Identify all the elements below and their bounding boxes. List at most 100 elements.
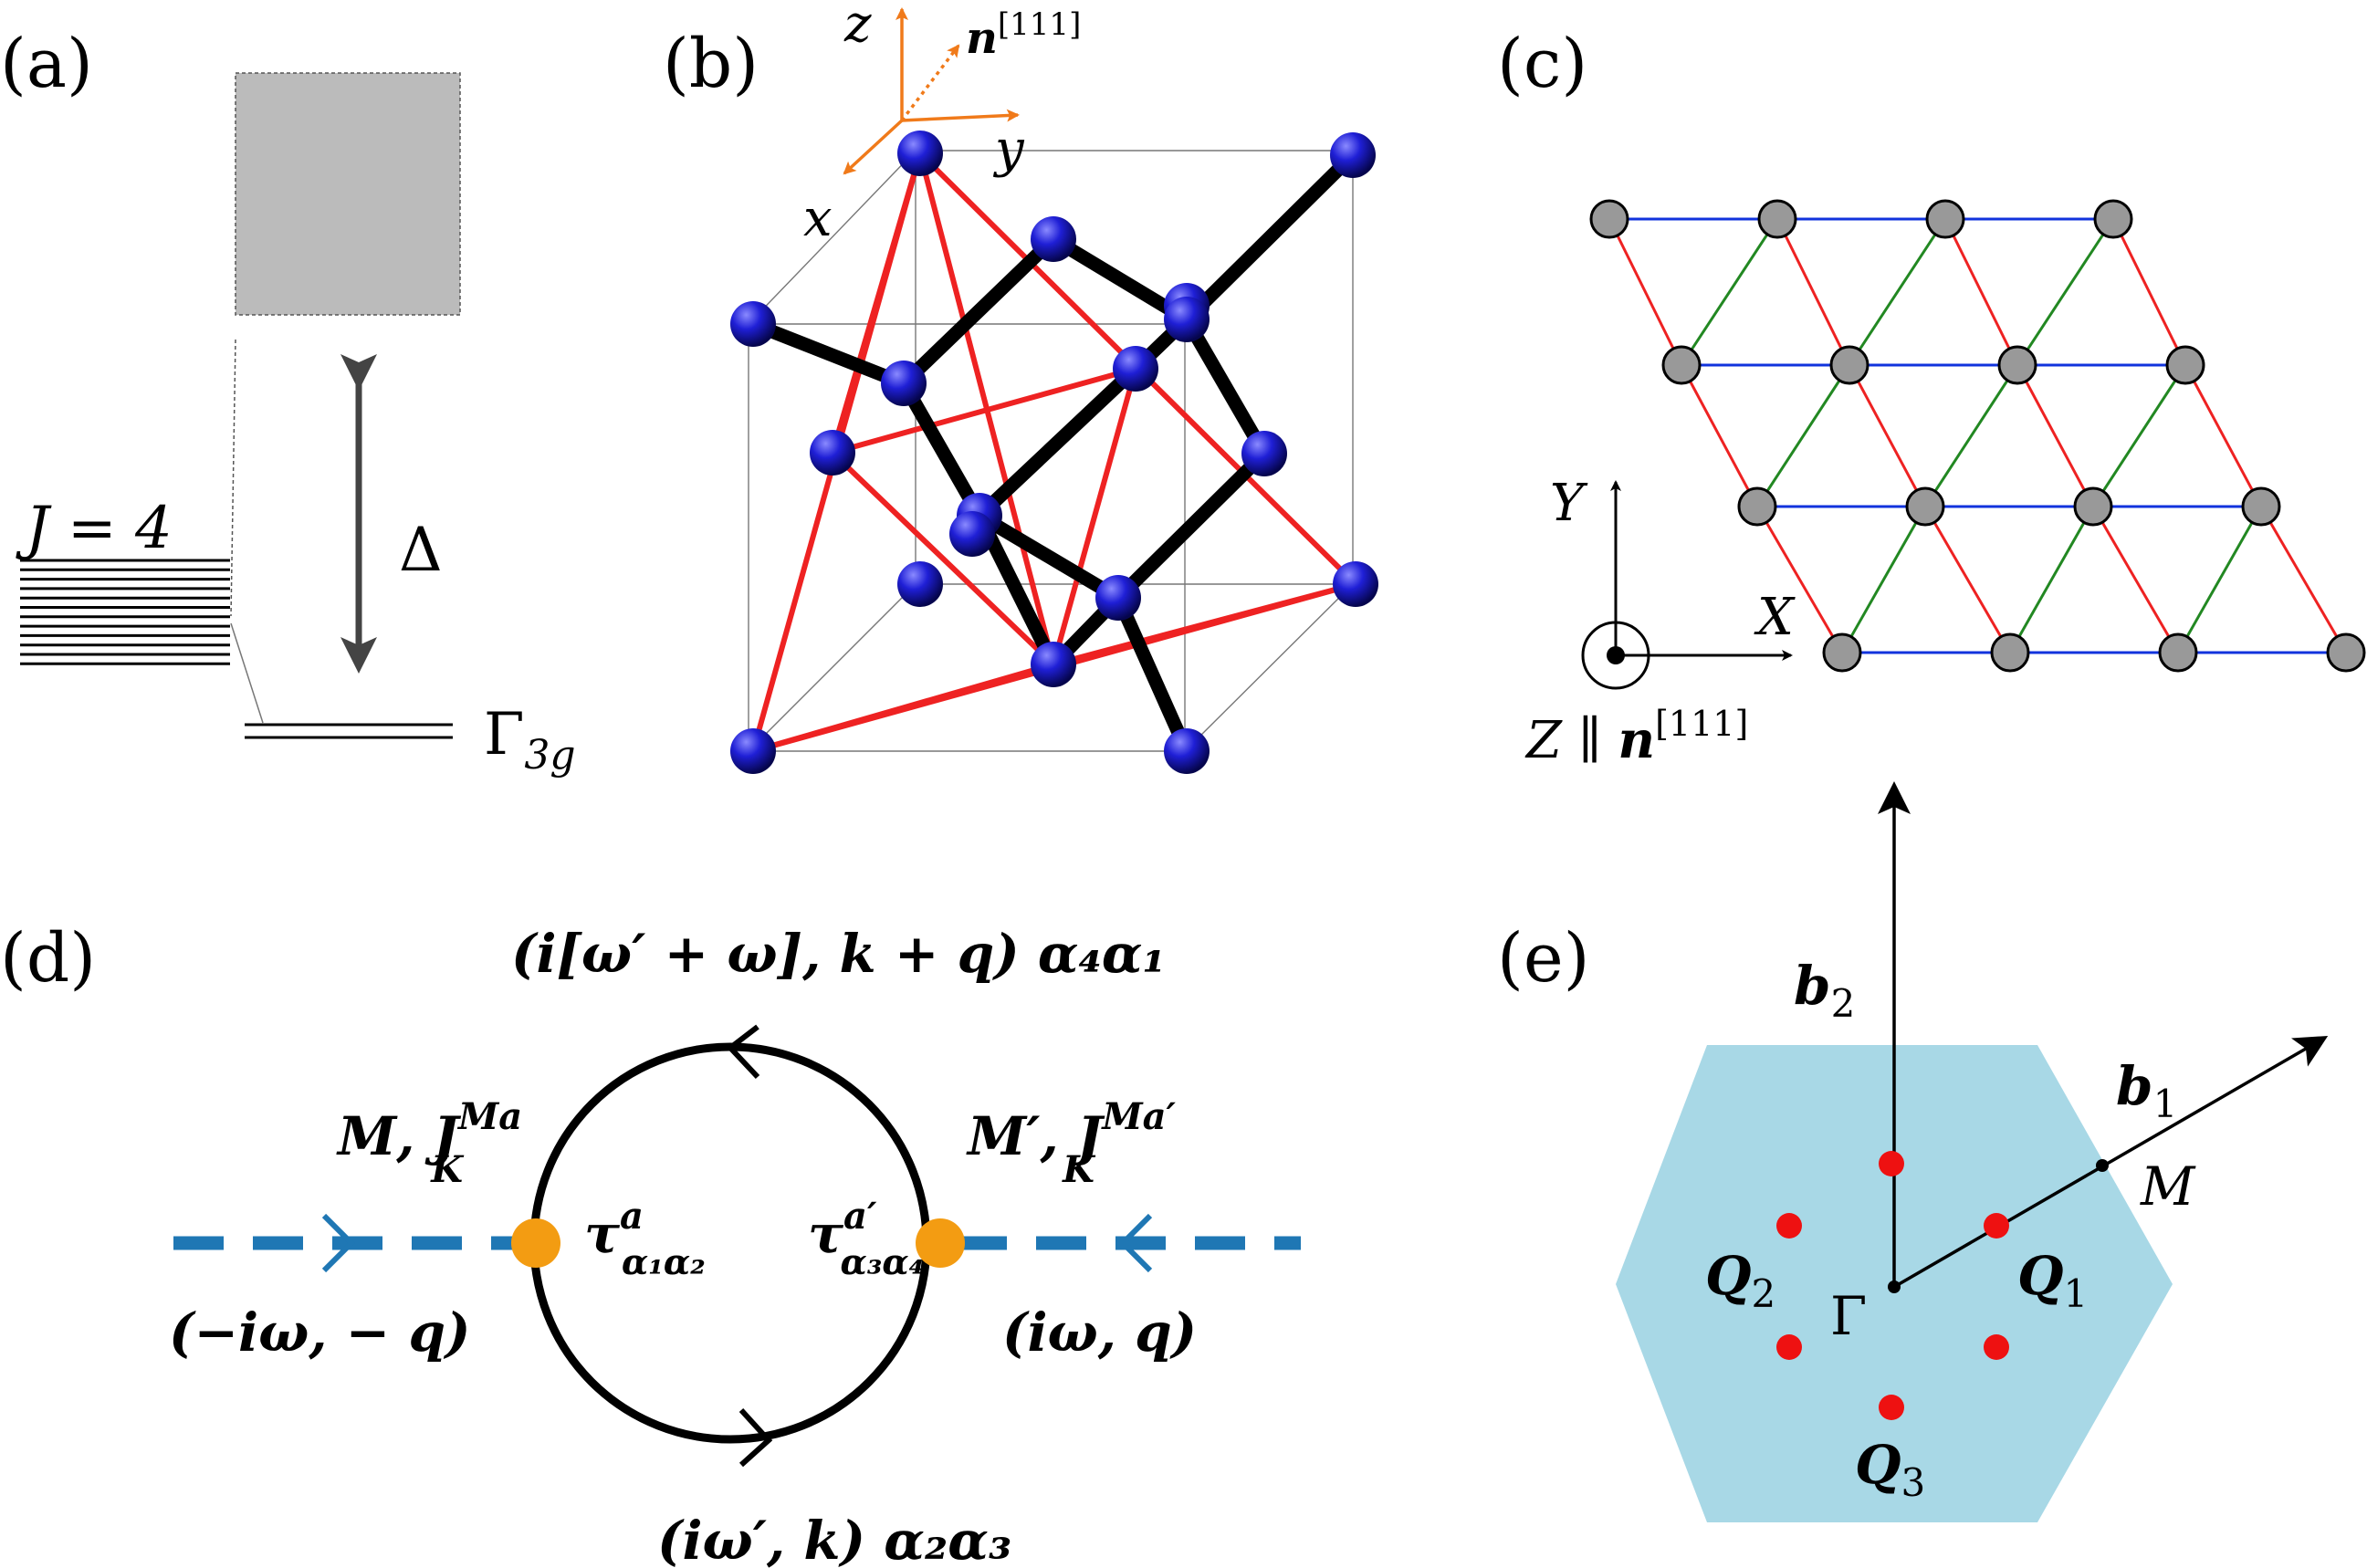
atom [730,301,776,347]
excited-states-box [235,72,461,316]
atoms [730,131,1378,774]
m-label: M [2140,1155,2196,1218]
red-bond [1848,364,1927,507]
green-bond [2008,506,2095,653]
right-vertex [916,1218,965,1268]
green-bond [2091,364,2187,507]
atom [1330,132,1376,178]
lattice-site [2241,486,2281,527]
axis-Z-label: Z ∥ n[111] [1524,704,1748,770]
right-boson-arrow [1118,1213,1153,1273]
j-label: J = 4 [16,495,173,562]
panel-e: (e) b2 b1 M Γ Q1 Q2 Q3 [1497,781,2329,1522]
red-bond [2016,364,2095,507]
lattice-site [1757,199,1797,239]
left-momentum-label: (−iω, − q) [169,1301,470,1364]
right-vertex-label: M′, JMa′K [966,1095,1177,1191]
atom [1241,431,1287,476]
atom [897,131,943,176]
q1-label: Q1 [2017,1245,2088,1316]
panel-b-label: (b) [663,25,759,103]
right-tau-label: τa′α₃α₄ [808,1195,924,1282]
lattice-site [1829,345,1870,385]
green-bond [1848,218,1947,366]
lattice-site [2326,632,2366,673]
atom [881,361,927,406]
lattice-site [2073,486,2113,527]
q2-label: Q2 [1705,1245,1775,1316]
ground-label: Γ3g [484,701,576,779]
axis-Y-label: Y [1550,474,1588,533]
red-bond [2184,364,2263,507]
left-vertex [511,1218,560,1268]
axis-triad: z y x n[111] [803,0,1081,248]
q-point [1984,1334,2009,1360]
atom [730,728,776,774]
lattice-site [1589,199,1629,239]
panel-a-label: (a) [0,25,93,103]
panel-b: (b) [663,0,1378,774]
red-bond [1923,506,2012,653]
panel-d-label: (d) [0,919,96,998]
axis-X-label: X [1754,588,1796,647]
atom [1031,216,1076,262]
q-point [1776,1334,1802,1360]
b1-label: b1 [2116,1055,2177,1126]
red-bond [1608,218,1683,366]
red-bond [1775,218,1851,366]
green-bond [1840,506,1927,653]
red-bond [1755,506,1844,653]
black-bonds [746,148,1360,758]
green-bond [2176,506,2263,653]
b2-label: b2 [1794,955,1855,1026]
panel-e-label: (e) [1497,919,1590,998]
green-bond [1923,364,2019,507]
triangular-lattice-sites [1589,199,2366,673]
b1-vector [1893,1035,2329,1289]
green-bond [1680,218,1779,366]
gamma-label: Γ [1830,1285,1867,1347]
atom [949,511,995,557]
triangular-lattice-bonds [1608,217,2348,654]
atom [1113,346,1158,392]
lattice-site [1925,199,1965,239]
green-bond [2016,218,2115,366]
red-bond [1680,364,1759,507]
lattice-site [2158,632,2198,673]
atom [1333,561,1378,607]
loop-arrow-top [726,1024,760,1080]
lattice-site [1737,486,1777,527]
atom [1164,297,1210,342]
lattice-site [1997,345,2037,385]
axis-n-label: n[111] [966,6,1081,64]
lattice-site [2093,199,2133,239]
q-point [1984,1213,2009,1239]
atom [810,430,855,476]
red-bond [2259,506,2348,653]
lattice-site [2165,345,2205,385]
panel-c-label: (c) [1497,25,1587,103]
dotted-connector-top [230,339,236,617]
right-momentum-label: (iω, q) [1002,1301,1197,1364]
panel-c: (c) Y X Z ∥ n[111] [1497,25,2366,770]
q3-label: Q3 [1855,1434,1925,1505]
red-bond [2111,218,2187,366]
atom [1031,642,1076,687]
left-boson-arrow [321,1213,356,1273]
atom [897,561,943,607]
atom [1164,728,1210,774]
red-bond [1943,218,2019,366]
atom [1095,575,1141,621]
red-bond [2091,506,2180,653]
top-propagator-label: (i[ω′ + ω], k + q) α₄α₁ [511,923,1166,985]
z-out-of-plane-icon [1581,621,1650,690]
axis-y-label: y [992,120,1025,179]
gamma-point [1888,1281,1901,1293]
q-point [1879,1151,1904,1176]
panel-d: (d) (i[ω′ + ω], k + q) α₄α₁ (iω′, k) α₂α… [0,919,1301,1568]
lattice-site [1822,632,1862,673]
connector-bottom [230,622,264,724]
